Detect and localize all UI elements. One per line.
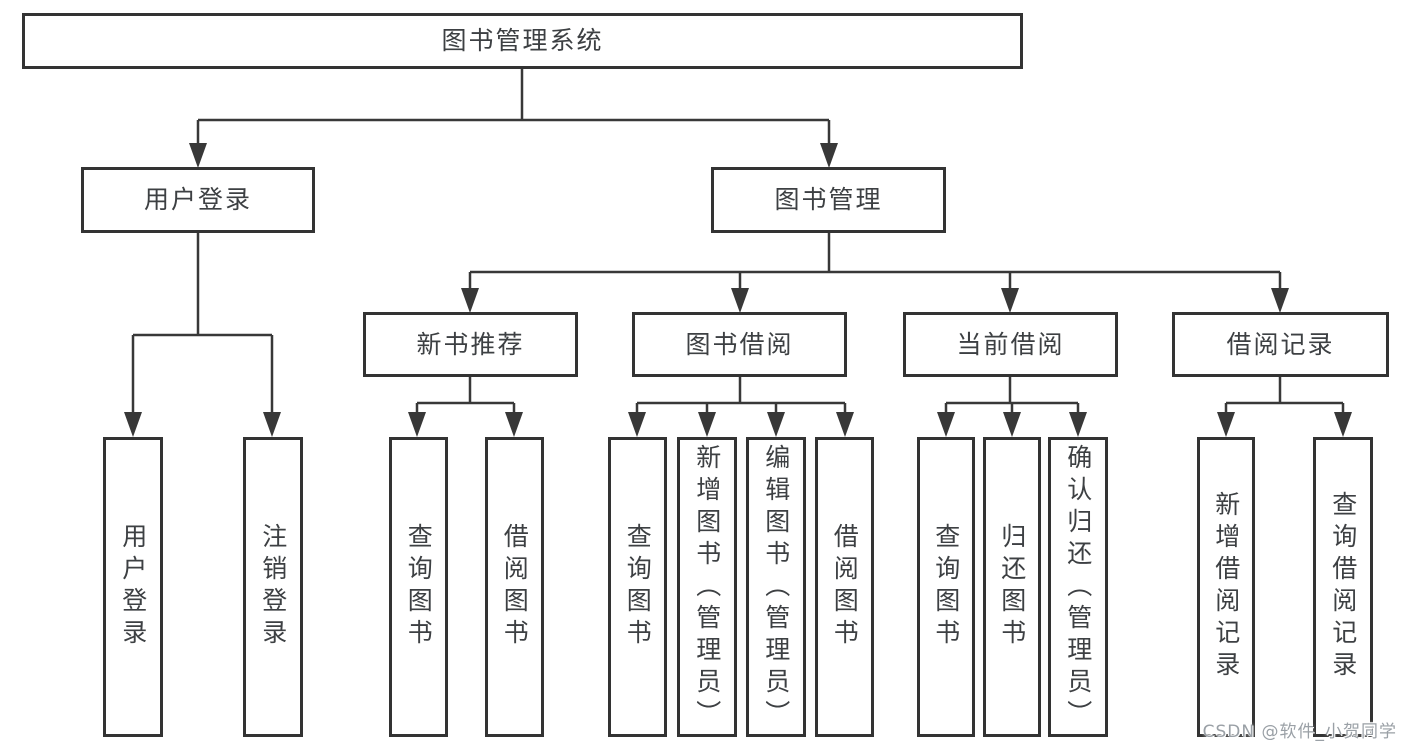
arrowhead — [836, 412, 854, 437]
arrowhead — [820, 143, 838, 168]
leaf-query-books-recommend: 查询图书 — [389, 437, 448, 737]
watermark-csdn: CSDN @软件_小贺同学 — [1202, 722, 1397, 742]
leaf-query-books-current: 查询图书 — [917, 437, 975, 737]
arrowhead — [767, 412, 785, 437]
arrowhead — [628, 412, 646, 437]
arrowhead — [189, 143, 207, 168]
arrowhead — [937, 412, 955, 437]
arrowhead — [1217, 412, 1235, 437]
arrowhead — [698, 412, 716, 437]
connector-userlogin-leaves — [131, 233, 274, 414]
arrowhead — [731, 288, 749, 313]
arrowhead — [461, 288, 479, 313]
leaf-add-book-admin: 新增图书（管理员） — [677, 437, 737, 737]
node-user-login: 用户登录 — [81, 167, 315, 233]
leaf-query-books-borrow: 查询图书 — [608, 437, 667, 737]
node-book-management: 图书管理 — [711, 167, 946, 233]
node-current-borrow: 当前借阅 — [903, 312, 1118, 377]
leaf-confirm-return-admin: 确认归还（管理员） — [1048, 437, 1108, 737]
leaf-borrow-books: 借阅图书 — [815, 437, 874, 737]
node-book-management-system: 图书管理系统 — [22, 13, 1023, 69]
arrowhead — [505, 412, 523, 437]
arrowhead — [1334, 412, 1352, 437]
leaf-borrow-books-recommend: 借阅图书 — [485, 437, 544, 737]
arrowhead — [1271, 288, 1289, 313]
node-new-book-recommend: 新书推荐 — [363, 312, 578, 377]
arrowhead — [124, 412, 142, 437]
node-borrow-records: 借阅记录 — [1172, 312, 1389, 377]
arrowhead — [1001, 288, 1019, 313]
leaf-query-borrow-record: 查询借阅记录 — [1313, 437, 1373, 737]
leaf-logout: 注销登录 — [243, 437, 303, 737]
arrowhead — [408, 412, 426, 437]
connector-newbook-leaves — [415, 377, 516, 414]
arrowhead — [263, 412, 281, 437]
leaf-user-login: 用户登录 — [103, 437, 163, 737]
leaf-edit-book-admin: 编辑图书（管理员） — [746, 437, 806, 737]
connector-root-level2 — [196, 69, 831, 144]
node-book-borrow: 图书借阅 — [632, 312, 847, 377]
connector-borrowrecord-leaves — [1224, 377, 1345, 414]
connector-currentborrow-leaves — [944, 377, 1080, 414]
connector-bookmgmt-level3 — [468, 233, 1282, 290]
connector-bookborrow-leaves — [635, 377, 847, 414]
leaf-return-book: 归还图书 — [983, 437, 1041, 737]
leaf-add-borrow-record: 新增借阅记录 — [1197, 437, 1255, 737]
arrowhead — [1069, 412, 1087, 437]
arrowhead — [1003, 412, 1021, 437]
